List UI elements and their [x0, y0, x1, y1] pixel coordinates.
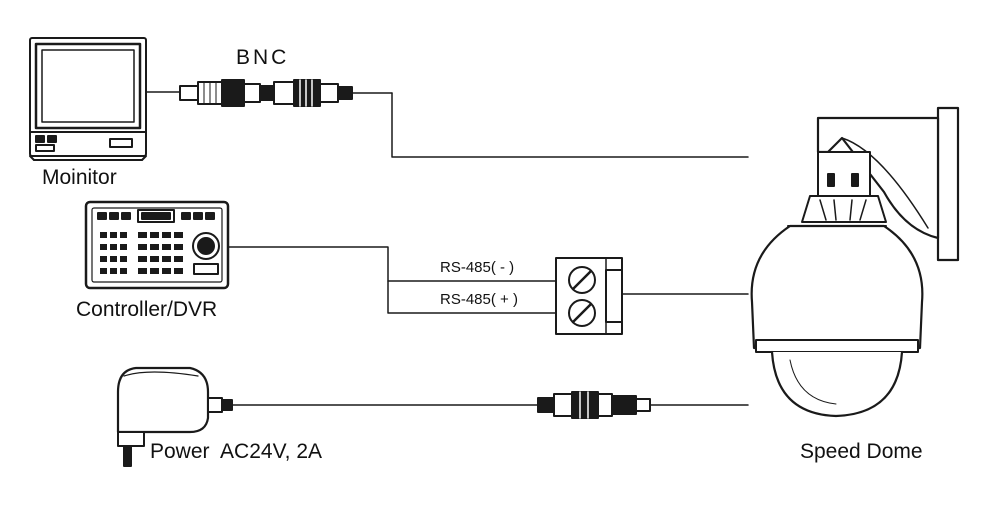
speed-dome-label: Speed Dome	[800, 440, 923, 463]
rs485-minus-label: RS-485( - )	[440, 259, 515, 276]
monitor-icon	[29, 37, 147, 161]
speed-dome-icon	[750, 106, 960, 418]
terminal-block-icon	[555, 257, 623, 335]
power-label: Power AC24V, 2A	[150, 440, 322, 463]
bnc-connector-icon	[145, 79, 393, 107]
controller-dvr-icon	[84, 200, 230, 290]
rs485-plus-wire	[387, 280, 557, 314]
video-cable	[391, 92, 749, 158]
power-inline-connector-icon	[537, 391, 651, 419]
monitor-label: Moinitor	[42, 166, 117, 189]
bnc-label: BNC	[236, 46, 290, 69]
rs485-minus-wire	[227, 246, 557, 282]
power-adapter-icon	[116, 366, 233, 467]
controller-label: Controller/DVR	[76, 298, 218, 321]
rs485-plus-label: RS-485( + )	[440, 291, 518, 308]
